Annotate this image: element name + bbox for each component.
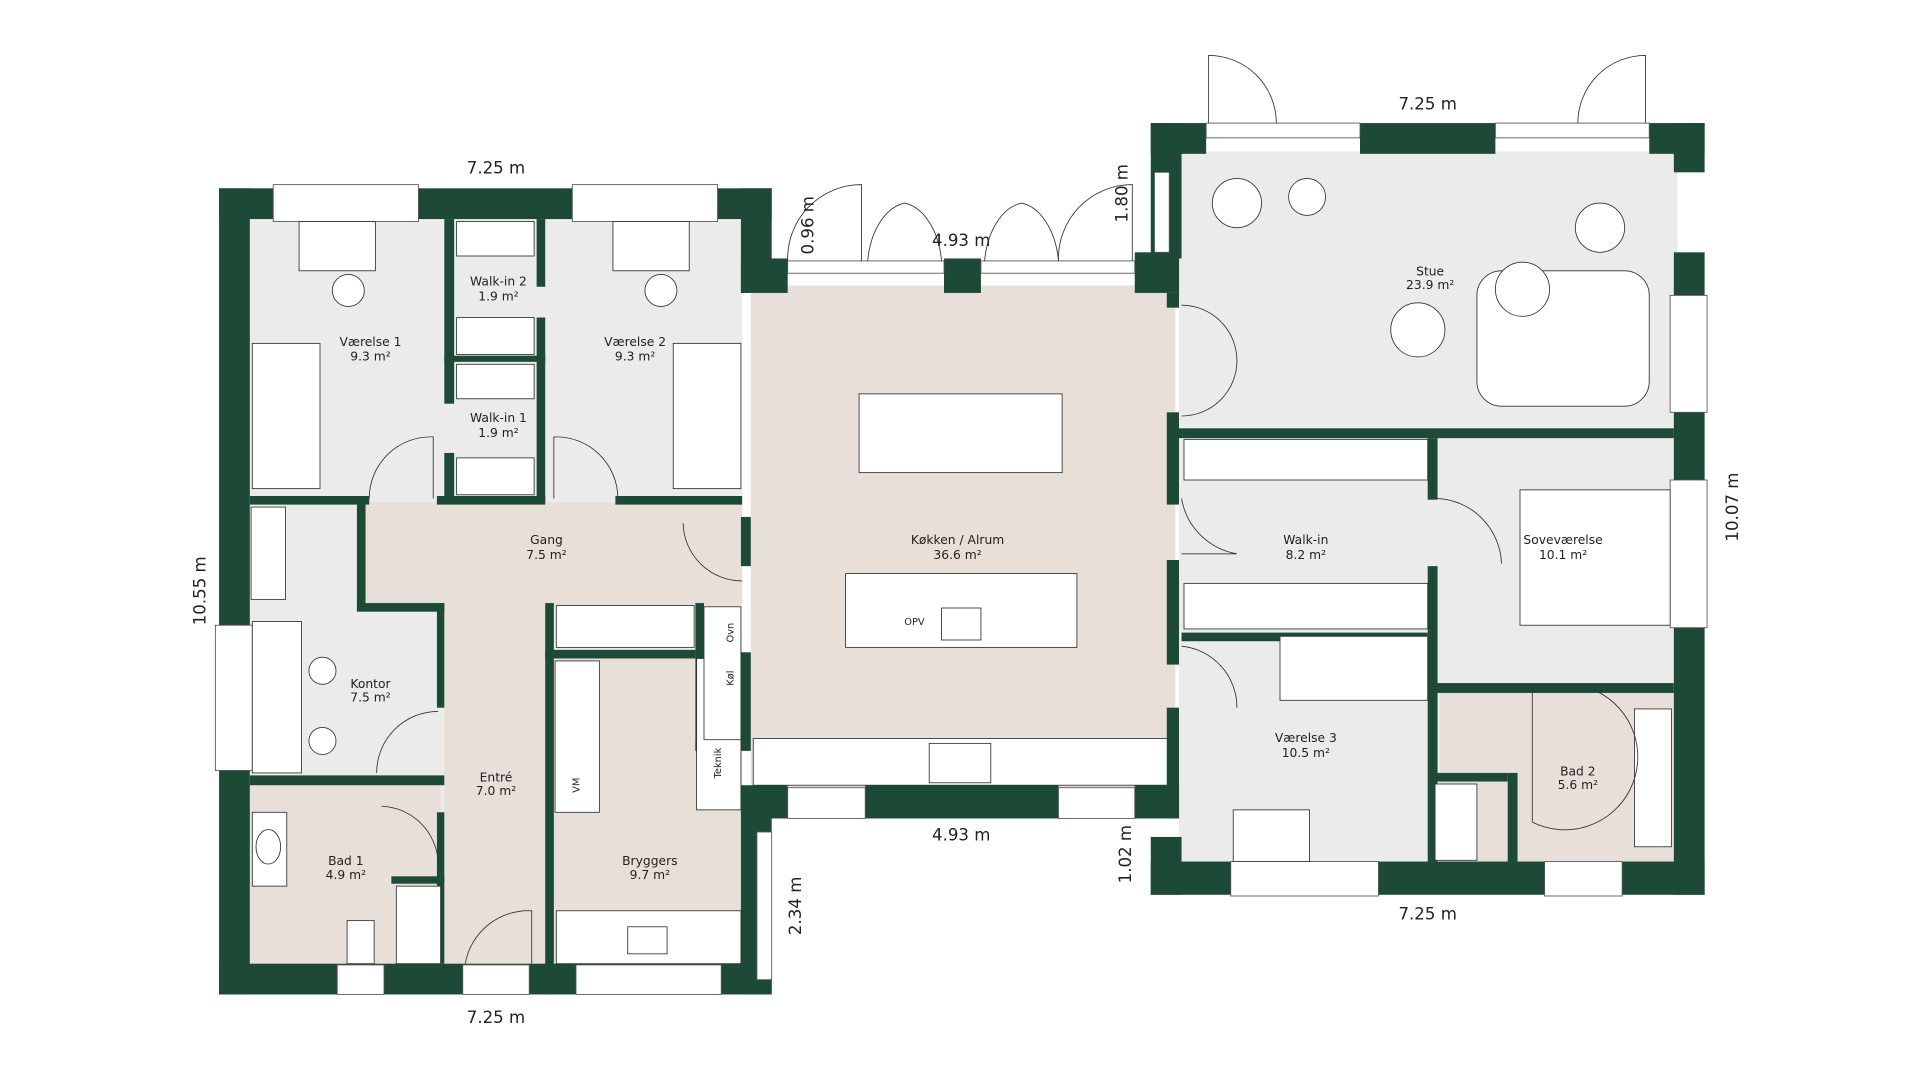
- room-label: Stue: [1416, 265, 1444, 279]
- room-label: Soveværelse: [1523, 533, 1602, 547]
- room-label: Værelse 1: [339, 335, 401, 349]
- room-label: Køkken / Alrum: [911, 533, 1004, 547]
- room-label: Walk-in: [1283, 533, 1328, 547]
- room-area: 5.6 m²: [1558, 778, 1598, 792]
- room-area: 7.5 m²: [350, 691, 390, 705]
- dimension-label: 4.93 m: [932, 231, 990, 250]
- room-label: Bad 2: [1560, 764, 1596, 778]
- left-wing: [214, 184, 773, 995]
- room-area: 10.5 m²: [1282, 746, 1330, 760]
- fridge-label: Køl: [726, 671, 737, 686]
- room-area: 23.9 m²: [1406, 278, 1454, 292]
- room-area: 9.7 m²: [630, 868, 670, 882]
- dimension-label: 7.25 m: [467, 1008, 525, 1027]
- dimension-label: 10.07 m: [1723, 473, 1742, 542]
- oven-label: Ovn: [726, 623, 737, 643]
- right-wing: [1150, 54, 1708, 897]
- dimension-label: 2.34 m: [786, 877, 805, 935]
- room-label: Gang: [530, 533, 563, 547]
- room-area: 36.6 m²: [933, 548, 981, 562]
- room-area: 7.0 m²: [476, 784, 516, 798]
- middle-section: [740, 184, 1182, 819]
- room-label: Walk-in 2: [470, 275, 527, 289]
- room-label: Bad 1: [328, 854, 364, 868]
- washing-machine-label: VM: [572, 778, 583, 793]
- dimension-label: 7.25 m: [1398, 95, 1456, 114]
- room-area: 9.3 m²: [350, 350, 390, 364]
- dimension-label: 7.25 m: [1398, 904, 1456, 923]
- room-labels: Værelse 1 9.3 m² Walk-in 2 1.9 m² Værels…: [326, 265, 1603, 882]
- opv-label: OPV: [904, 617, 925, 628]
- room-label: Entré: [480, 771, 513, 785]
- dimension-labels: 7.25 m 7.25 m 10.55 m 4.93 m 4.93 m 0.96…: [191, 95, 1742, 1027]
- fixture-labels: OPV Ovn Køl Teknik VM: [572, 617, 925, 793]
- dimension-label: 1.80 m: [1112, 164, 1131, 222]
- room-label: Værelse 3: [1275, 731, 1337, 745]
- room-area: 9.3 m²: [615, 350, 655, 364]
- room-label: Værelse 2: [604, 335, 666, 349]
- room-area: 8.2 m²: [1286, 548, 1326, 562]
- dimension-label: 0.96 m: [799, 196, 818, 254]
- room-label: Walk-in 1: [470, 411, 527, 425]
- room-area: 10.1 m²: [1539, 548, 1587, 562]
- room-label: Bryggers: [622, 854, 677, 868]
- dimension-label: 10.55 m: [191, 556, 210, 625]
- dimension-label: 7.25 m: [467, 159, 525, 178]
- room-area: 7.5 m²: [526, 548, 566, 562]
- dimension-label: 4.93 m: [932, 826, 990, 845]
- room-area: 1.9 m²: [478, 426, 518, 440]
- dimension-label: 1.02 m: [1116, 825, 1135, 883]
- room-area: 1.9 m²: [478, 289, 518, 303]
- room-label: Kontor: [350, 677, 391, 691]
- teknik-label: Teknik: [713, 747, 724, 779]
- room-area: 4.9 m²: [326, 868, 366, 882]
